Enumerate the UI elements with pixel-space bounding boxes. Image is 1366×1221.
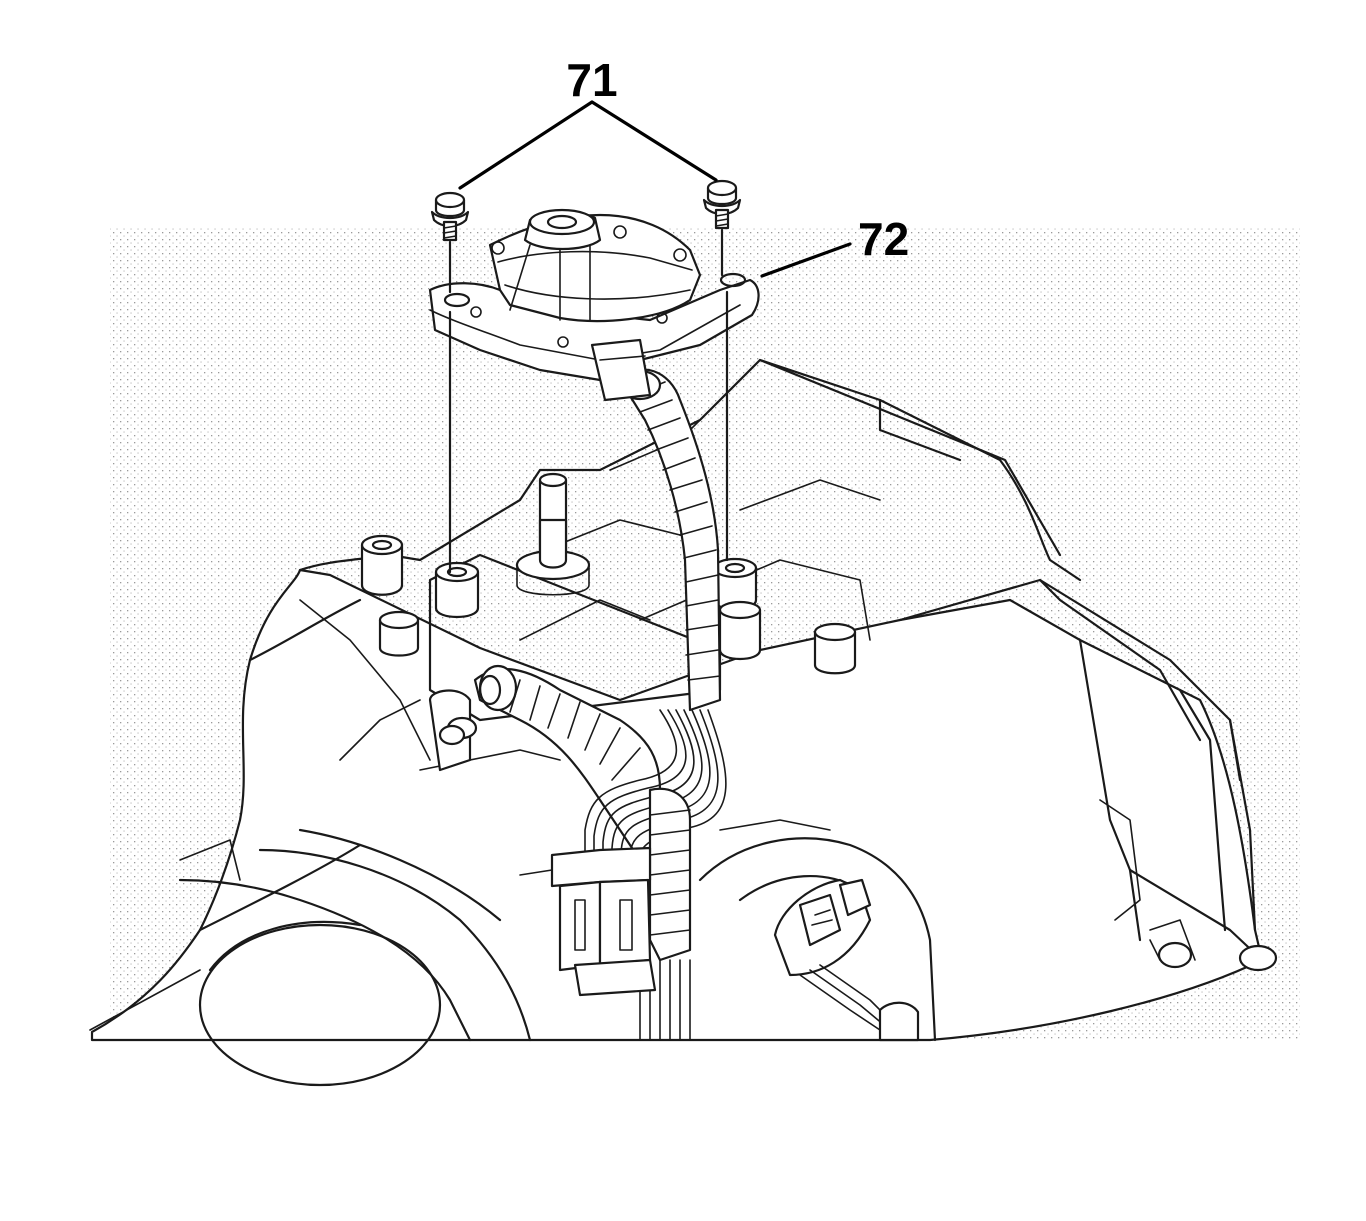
callout-71-leader: [458, 100, 718, 190]
harness-connector: [519, 846, 657, 997]
bolt-left: [430, 191, 470, 242]
mounting-bosses: [360, 472, 857, 675]
harness-clip: [428, 689, 478, 772]
callout-71-label: 71: [566, 54, 617, 106]
alignment-guide-lines: [448, 228, 729, 574]
bolt-right: [702, 179, 742, 230]
case-studs: [1149, 939, 1278, 972]
position-sensor-assembly: [428, 208, 760, 712]
wiring-harness: [473, 664, 727, 1041]
sensor-connector: [773, 878, 920, 1042]
callout-72-leader: [760, 242, 852, 278]
callout-72-label: 72: [858, 213, 909, 265]
